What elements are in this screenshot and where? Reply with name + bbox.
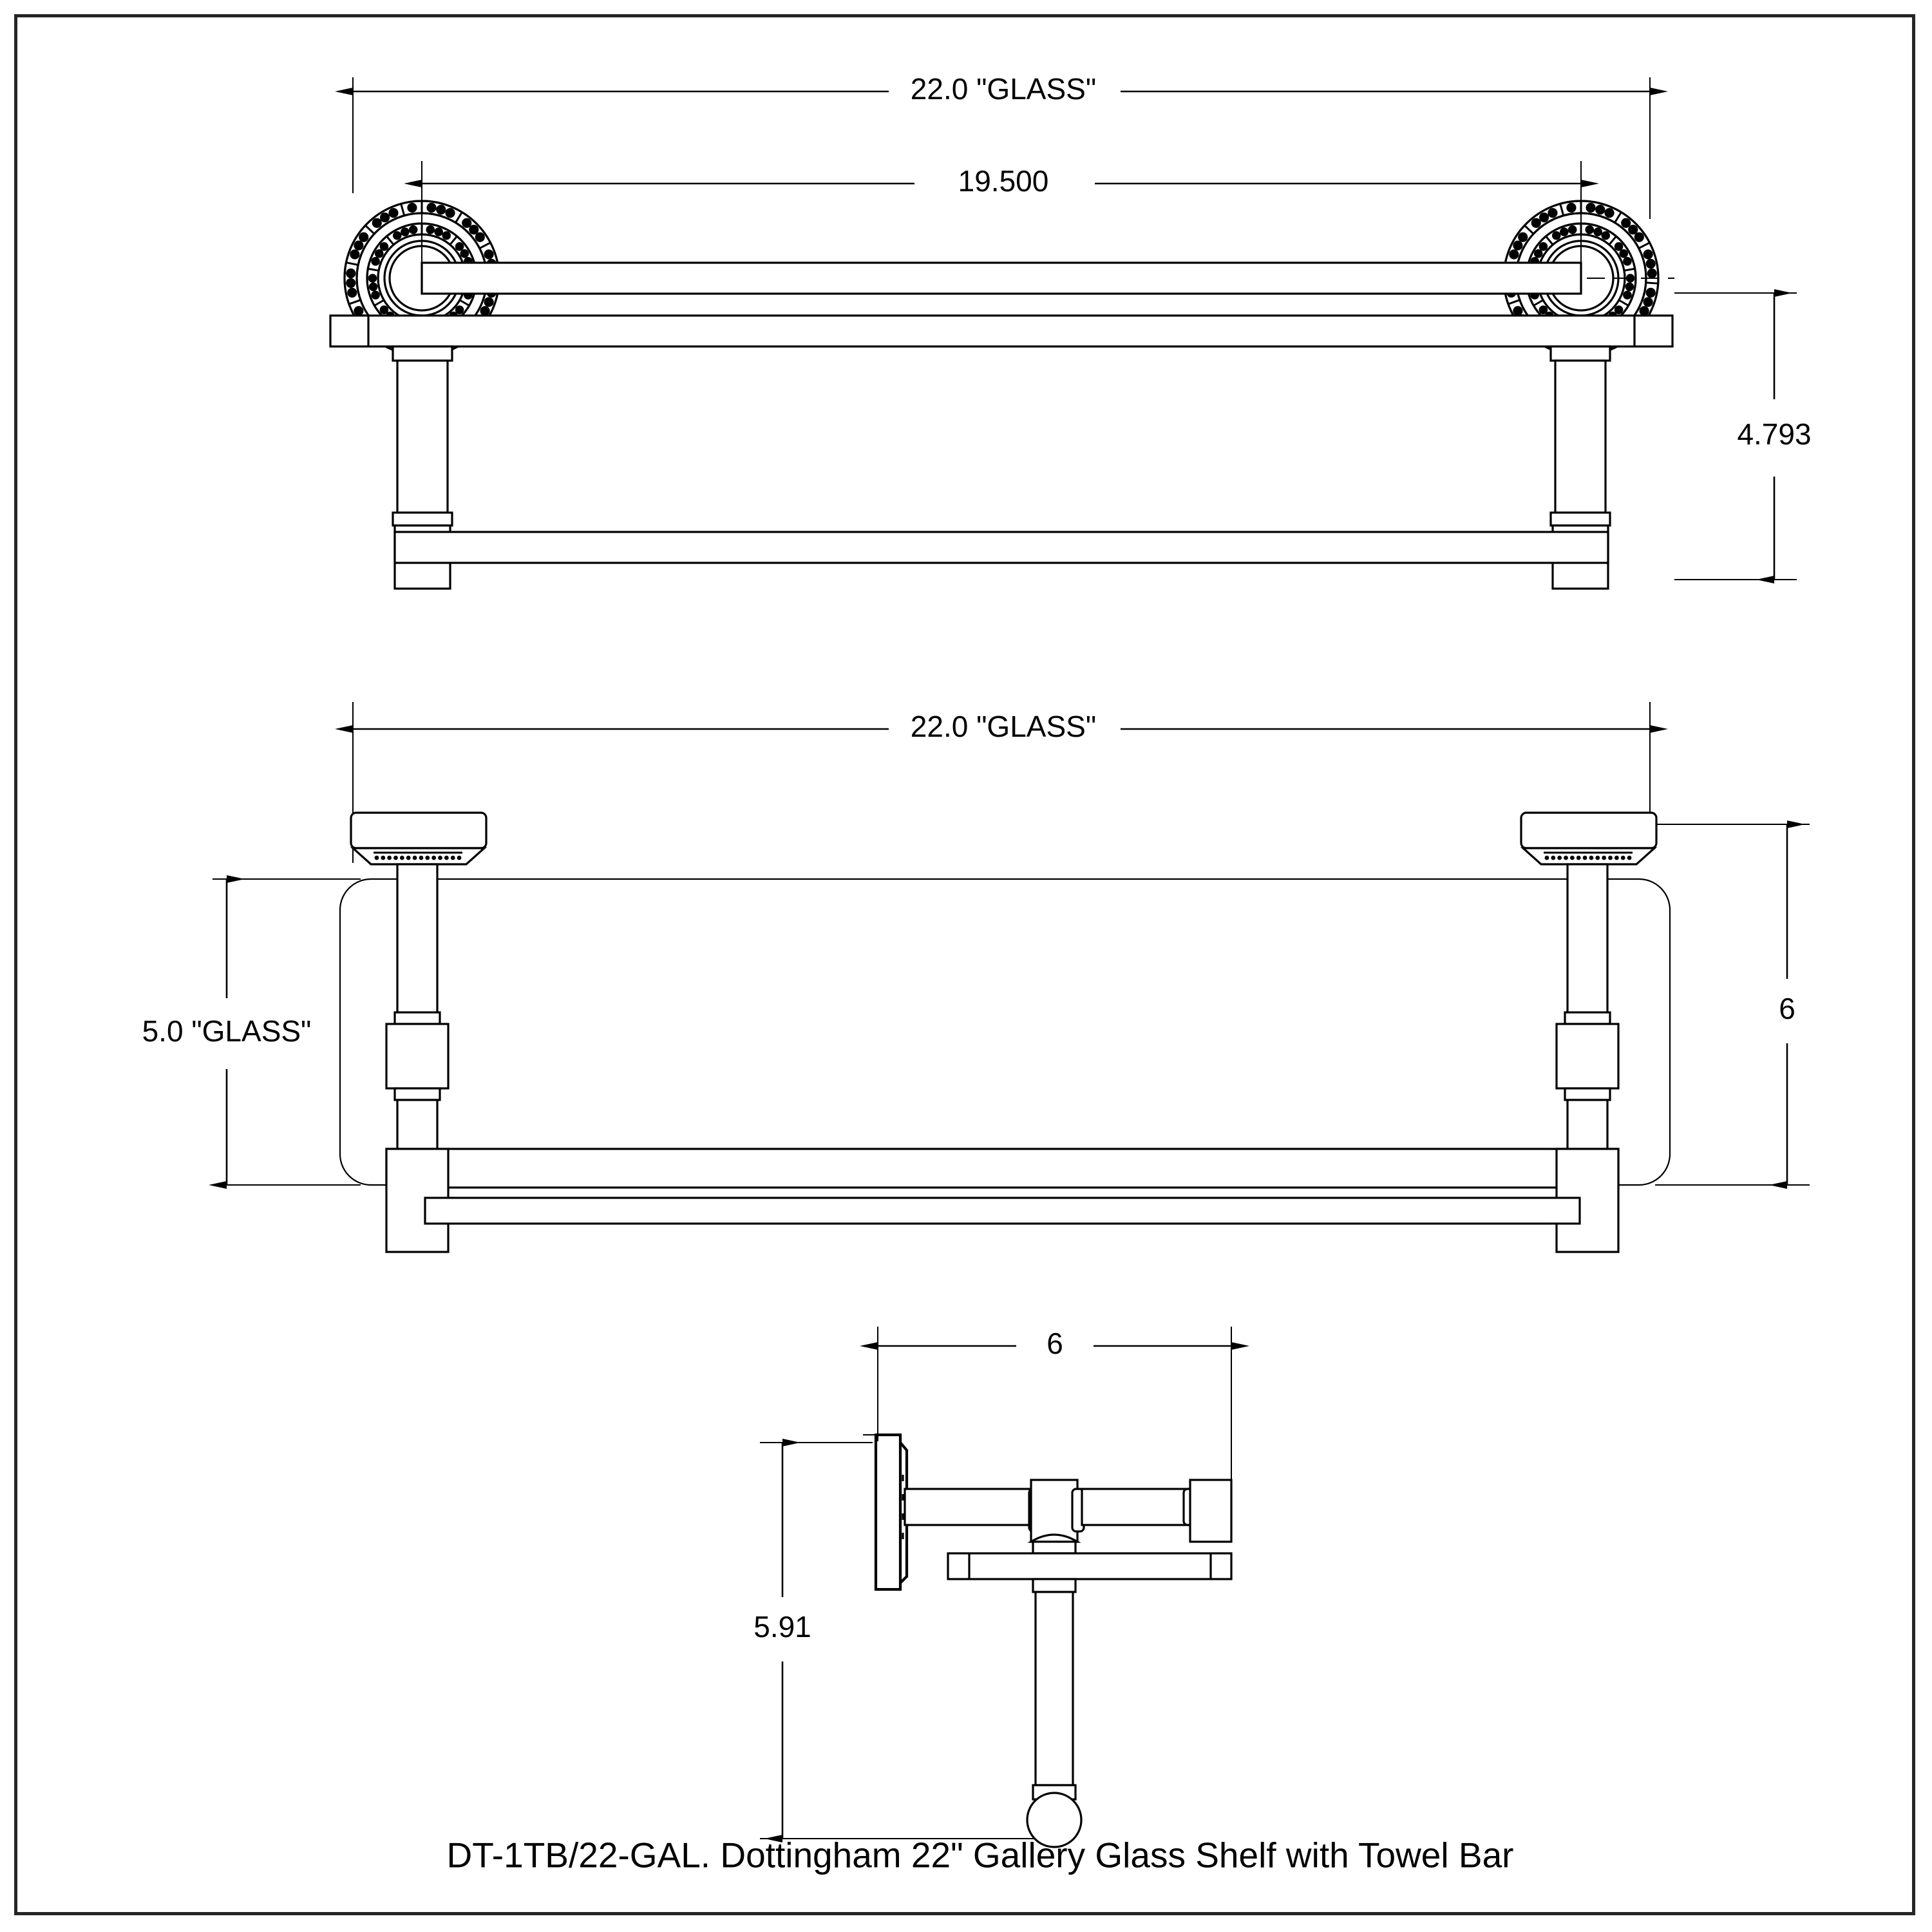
front-overall-width-label: 22.0 "GLASS" [911,72,1096,106]
gallery-rail-side [904,1479,1233,1555]
side-height-label: 5.91 [753,1610,811,1643]
front-height-dimension: 4.793 [1674,289,1812,583]
top-plan-view: 22.0 "GLASS" 5.0 "GLASS" 6 [142,702,1810,1253]
front-elevation-view: 22.0 "GLASS" 19.500 4.793 [329,72,1812,590]
top-glass-depth-label: 5.0 "GLASS" [142,1014,312,1048]
top-overall-depth-dimension: 6 [1655,820,1810,1189]
front-mount-spacing-dimension: 19.500 [404,161,1599,277]
front-mount-spacing-label: 19.500 [958,164,1049,198]
front-height-label: 4.793 [1737,417,1811,451]
drawing-caption: DT-1TB/22-GAL. Dottingham 22" Gallery Gl… [447,1835,1514,1875]
top-overall-width-label: 22.0 "GLASS" [911,710,1096,743]
side-projection-dimension: 6 [860,1327,1249,1501]
top-glass-depth-dimension: 5.0 "GLASS" [142,875,361,1189]
wall-mount-plate-side [863,1420,909,1591]
gallery-rail-front [421,261,1582,295]
front-overall-width-dimension: 22.0 "GLASS" [335,72,1668,219]
side-profile-view: 6 5.91 [753,1327,1249,1848]
top-overall-depth-label: 6 [1779,992,1795,1025]
glass-shelf-panel-top [339,878,1671,1186]
glass-shelf-side [947,1552,1233,1580]
glass-shelf-front-edge [329,314,1674,348]
side-projection-label: 6 [1046,1327,1063,1360]
side-height-dimension: 5.91 [753,1439,1056,1842]
top-overall-width-dimension: 22.0 "GLASS" [335,702,1668,863]
support-post-side [1026,1578,1083,1848]
towel-bar-front [393,531,1609,564]
towel-bar-top [385,1148,1620,1253]
support-post-right-front [1549,345,1611,590]
